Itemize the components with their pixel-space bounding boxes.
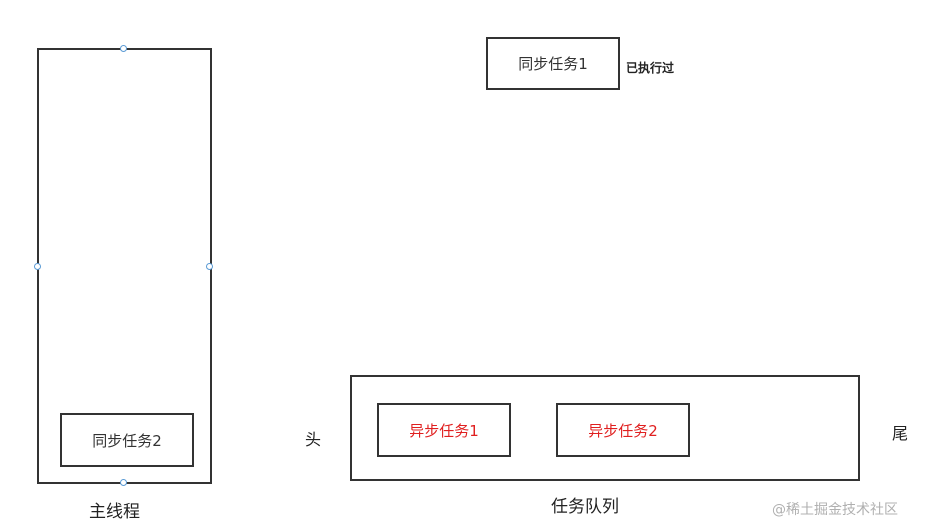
watermark: @稀土掘金技术社区 [772, 502, 898, 518]
task-queue-label: 任务队列 [551, 497, 619, 517]
executed-task[interactable]: 同步任务1 [486, 37, 620, 90]
queue-tail-label: 尾 [892, 424, 909, 443]
main-thread-box[interactable] [37, 48, 212, 484]
main-thread-label: 主线程 [89, 502, 140, 522]
resize-handle-top[interactable] [120, 45, 127, 52]
queue-task-2[interactable]: 异步任务2 [556, 403, 690, 457]
resize-handle-right[interactable] [206, 263, 213, 270]
queue-task-1[interactable]: 异步任务1 [377, 403, 511, 457]
executed-note: 已执行过 [626, 61, 675, 75]
main-thread-task[interactable]: 同步任务2 [60, 413, 194, 467]
resize-handle-bottom[interactable] [120, 479, 127, 486]
resize-handle-left[interactable] [34, 263, 41, 270]
queue-head-label: 头 [305, 430, 322, 449]
